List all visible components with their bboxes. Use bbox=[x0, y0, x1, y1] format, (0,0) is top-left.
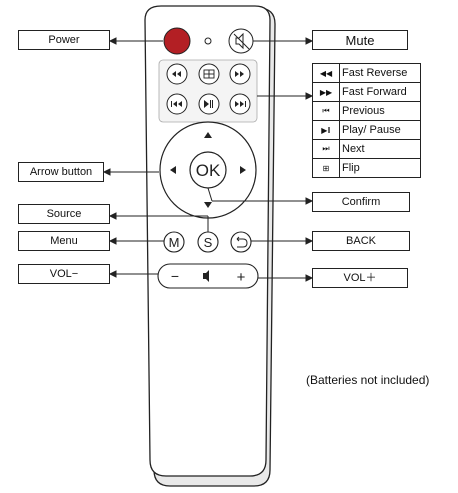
previous-icon bbox=[171, 101, 182, 107]
batteries-note: (Batteries not included) bbox=[306, 373, 430, 387]
speaker-icon bbox=[203, 270, 209, 282]
legend-label: Play/ Pause bbox=[339, 120, 421, 140]
vol-plus-callout: VOL＋ bbox=[312, 268, 408, 288]
fast-reverse-icon: ◀◀ bbox=[312, 63, 340, 83]
media-buttons bbox=[166, 63, 251, 115]
fast-forward-icon bbox=[235, 71, 244, 77]
back-button[interactable] bbox=[230, 231, 252, 253]
legend-label: Flip bbox=[339, 158, 421, 178]
media-legend: ◀◀ Fast Reverse ▶▶ Fast Forward ⏮ Previo… bbox=[312, 63, 421, 178]
confirm-callout: Confirm bbox=[312, 192, 410, 212]
mute-icon bbox=[233, 32, 250, 50]
previous-icon: ⏮ bbox=[312, 101, 340, 121]
play-pause-icon bbox=[204, 100, 213, 108]
legend-row: ▶▶ Fast Forward bbox=[312, 82, 421, 102]
legend-row: ⊞ Flip bbox=[312, 158, 421, 178]
power-callout: Power bbox=[18, 30, 110, 50]
legend-row: ◀◀ Fast Reverse bbox=[312, 63, 421, 83]
play-pause-icon: ▶‖ bbox=[312, 120, 340, 140]
ok-label: OK bbox=[196, 161, 221, 180]
arrow-right-icon[interactable] bbox=[240, 166, 246, 174]
legend-label: Fast Forward bbox=[339, 82, 421, 102]
arrow-down-icon[interactable] bbox=[204, 202, 212, 208]
back-icon bbox=[236, 236, 248, 248]
legend-row: ▶‖ Play/ Pause bbox=[312, 120, 421, 140]
legend-row: ⏭ Next bbox=[312, 139, 421, 159]
legend-row: ⏮ Previous bbox=[312, 101, 421, 121]
power-button[interactable] bbox=[163, 27, 191, 55]
vol-minus-callout: VOL− bbox=[18, 264, 110, 284]
arrow-left-icon[interactable] bbox=[170, 166, 176, 174]
next-icon bbox=[235, 101, 246, 107]
next-icon: ⏭ bbox=[312, 139, 340, 159]
source-callout: Source bbox=[18, 204, 110, 224]
back-callout: BACK bbox=[312, 231, 410, 251]
legend-label: Fast Reverse bbox=[339, 63, 421, 83]
legend-label: Next bbox=[339, 139, 421, 159]
indicator-light bbox=[204, 37, 212, 45]
menu-label: M bbox=[169, 235, 180, 250]
mute-callout: Mute bbox=[312, 30, 408, 50]
flip-icon: ⊞ bbox=[312, 158, 340, 178]
fast-reverse-icon bbox=[172, 71, 181, 77]
menu-button[interactable] bbox=[163, 231, 185, 253]
vol-minus-sign[interactable]: − bbox=[171, 268, 179, 284]
menu-callout: Menu bbox=[18, 231, 110, 251]
arrow-up-icon[interactable] bbox=[204, 132, 212, 138]
legend-label: Previous bbox=[339, 101, 421, 121]
vol-plus-sign[interactable]: + bbox=[237, 269, 246, 286]
flip-icon bbox=[203, 69, 215, 79]
source-label: S bbox=[204, 235, 213, 250]
arrow-button-callout: Arrow button bbox=[18, 162, 104, 182]
fast-forward-icon: ▶▶ bbox=[312, 82, 340, 102]
